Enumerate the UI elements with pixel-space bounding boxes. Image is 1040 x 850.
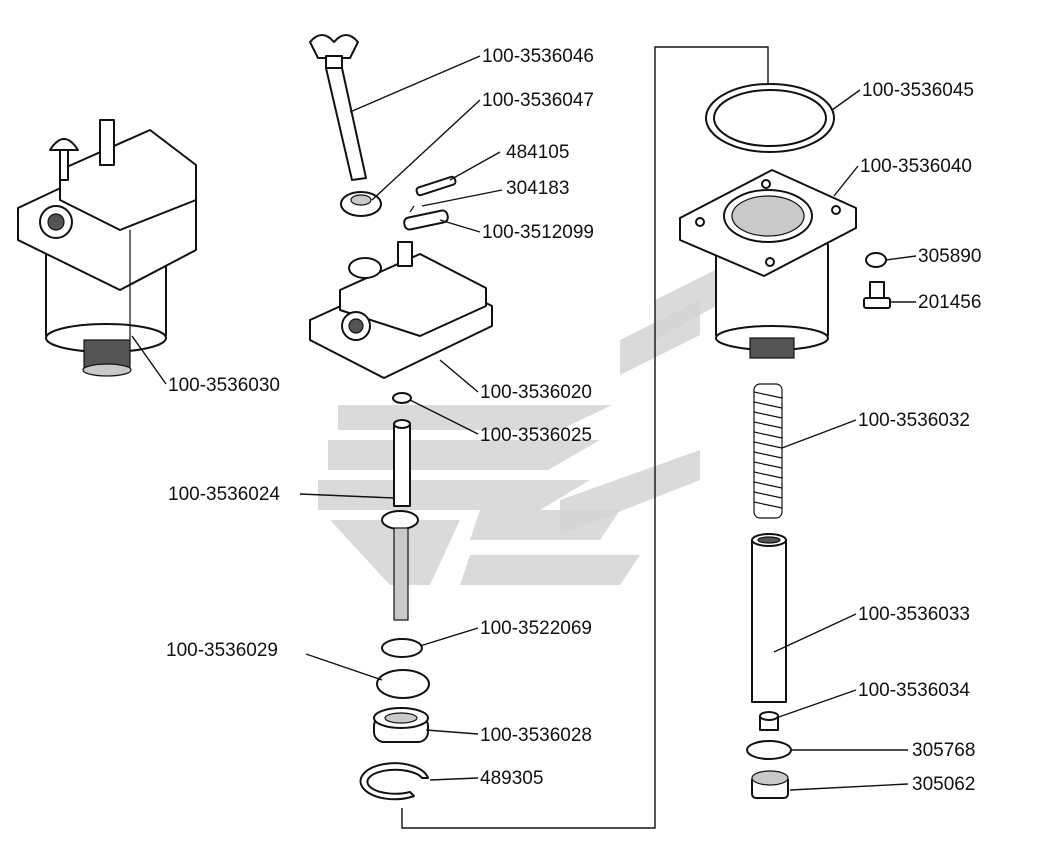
- label-489305: 489305: [480, 768, 543, 789]
- part-bushing-100-3536028: [373, 707, 429, 743]
- label-100-3536032: 100-3536032: [858, 410, 970, 431]
- assembled-filter-unit: [17, 119, 197, 377]
- part-plug-305062: [751, 770, 789, 799]
- label-100-3522069: 100-3522069: [480, 618, 592, 639]
- part-seal-ring: [340, 191, 382, 217]
- label-100-3536047: 100-3536047: [482, 90, 594, 111]
- part-spring: [753, 383, 783, 519]
- part-ring-100-3522069: [381, 638, 423, 658]
- part-nut-100-3536034: [759, 711, 779, 731]
- part-cover-body: [309, 241, 493, 379]
- label-100-3536020: 100-3536020: [480, 382, 592, 403]
- part-circlip-489305: [359, 762, 429, 801]
- label-100-3536024: 100-3536024: [168, 484, 280, 505]
- label-305768: 305768: [912, 740, 975, 761]
- part-gasket: [705, 83, 835, 153]
- part-tube: [751, 533, 787, 703]
- leader-lines: [131, 55, 917, 791]
- assembly-path-line: [401, 46, 769, 829]
- label-305062: 305062: [912, 774, 975, 795]
- label-100-3536045: 100-3536045: [862, 80, 974, 101]
- label-100-3536029: 100-3536029: [166, 640, 278, 661]
- label-304183: 304183: [506, 178, 569, 199]
- part-plate-100-3512099: [403, 209, 449, 231]
- part-washer-100-3536025: [392, 392, 412, 404]
- label-484105: 484105: [506, 142, 569, 163]
- part-valve-rod: [381, 419, 419, 621]
- label-201456: 201456: [918, 292, 981, 313]
- label-100-3536046: 100-3536046: [482, 46, 594, 67]
- label-100-3536028: 100-3536028: [480, 725, 592, 746]
- label-100-3536040: 100-3536040: [860, 156, 972, 177]
- part-nut-305890: [865, 252, 887, 268]
- part-wing-nut-rod: [309, 34, 367, 181]
- part-labels: 100-3536046 100-3536047 484105 304183 10…: [166, 46, 981, 795]
- label-100-3512099: 100-3512099: [482, 222, 594, 243]
- label-100-3536030: 100-3536030: [168, 375, 280, 396]
- label-305890: 305890: [918, 246, 981, 267]
- part-washer-305768: [746, 740, 792, 760]
- part-bolt-201456: [863, 281, 891, 309]
- part-pin-304183: [409, 205, 415, 213]
- part-pin-484105: [415, 175, 457, 197]
- label-100-3536034: 100-3536034: [858, 680, 970, 701]
- label-100-3536033: 100-3536033: [858, 604, 970, 625]
- part-filter-housing: [679, 169, 857, 359]
- part-ring-100-3536029: [376, 669, 430, 699]
- label-100-3536025: 100-3536025: [480, 425, 592, 446]
